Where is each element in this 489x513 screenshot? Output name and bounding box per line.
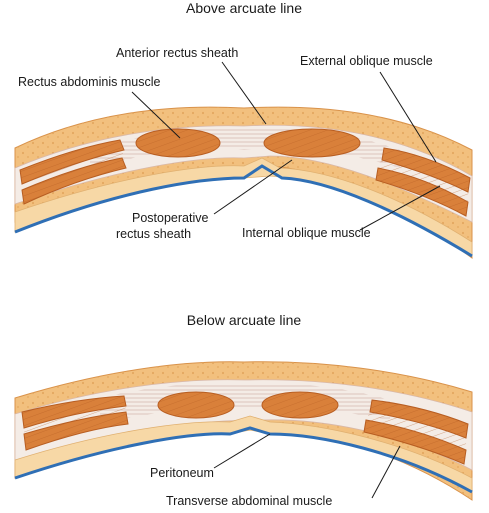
label-postoperative-line1: Postoperative — [132, 211, 208, 225]
rectus-fibers-right-bottom — [262, 392, 338, 418]
rectus-fibers-left-top — [136, 129, 220, 157]
leader-postoperative-sheath — [213, 159, 293, 215]
panel-below-arcuate: Below arcuate line — [14, 312, 473, 501]
label-anterior-rectus-sheath: Anterior rectus sheath — [116, 46, 238, 60]
label-internal-oblique-muscle: Internal oblique muscle — [242, 226, 371, 240]
label-transverse-abdominal-muscle: Transverse abdominal muscle — [166, 494, 332, 508]
leader-lines-bottom — [213, 433, 401, 499]
label-rectus-abdominis-muscle: Rectus abdominis muscle — [18, 75, 160, 89]
leader-peritoneum — [213, 433, 271, 469]
label-postoperative-line2: rectus sheath — [116, 227, 191, 241]
leader-lines-top — [131, 61, 441, 231]
rectus-fibers-left-bottom — [158, 392, 234, 418]
left-oblique-fibers-bottom — [22, 396, 128, 450]
panel-above-arcuate: Above arcuate line — [14, 0, 473, 259]
leader-internal-oblique — [359, 185, 441, 231]
label-peritoneum: Peritoneum — [150, 466, 214, 480]
peritoneum-line-top — [14, 164, 473, 258]
leader-anterior-rectus-sheath — [221, 61, 267, 125]
peritoneum-line-bottom — [14, 426, 473, 494]
label-external-oblique-muscle: External oblique muscle — [300, 54, 433, 68]
right-oblique-fibers-top — [376, 148, 470, 216]
rectus-fibers-right-top — [264, 129, 360, 157]
title-below-arcuate-line: Below arcuate line — [187, 312, 302, 328]
left-oblique-fibers-top — [20, 140, 126, 204]
leader-rectus-abdominis — [131, 91, 181, 139]
leader-transverse-abdominal — [371, 445, 401, 499]
right-oblique-fibers-bottom — [364, 400, 468, 464]
title-above-arcuate-line: Above arcuate line — [186, 0, 302, 16]
leader-external-oblique — [379, 71, 437, 163]
